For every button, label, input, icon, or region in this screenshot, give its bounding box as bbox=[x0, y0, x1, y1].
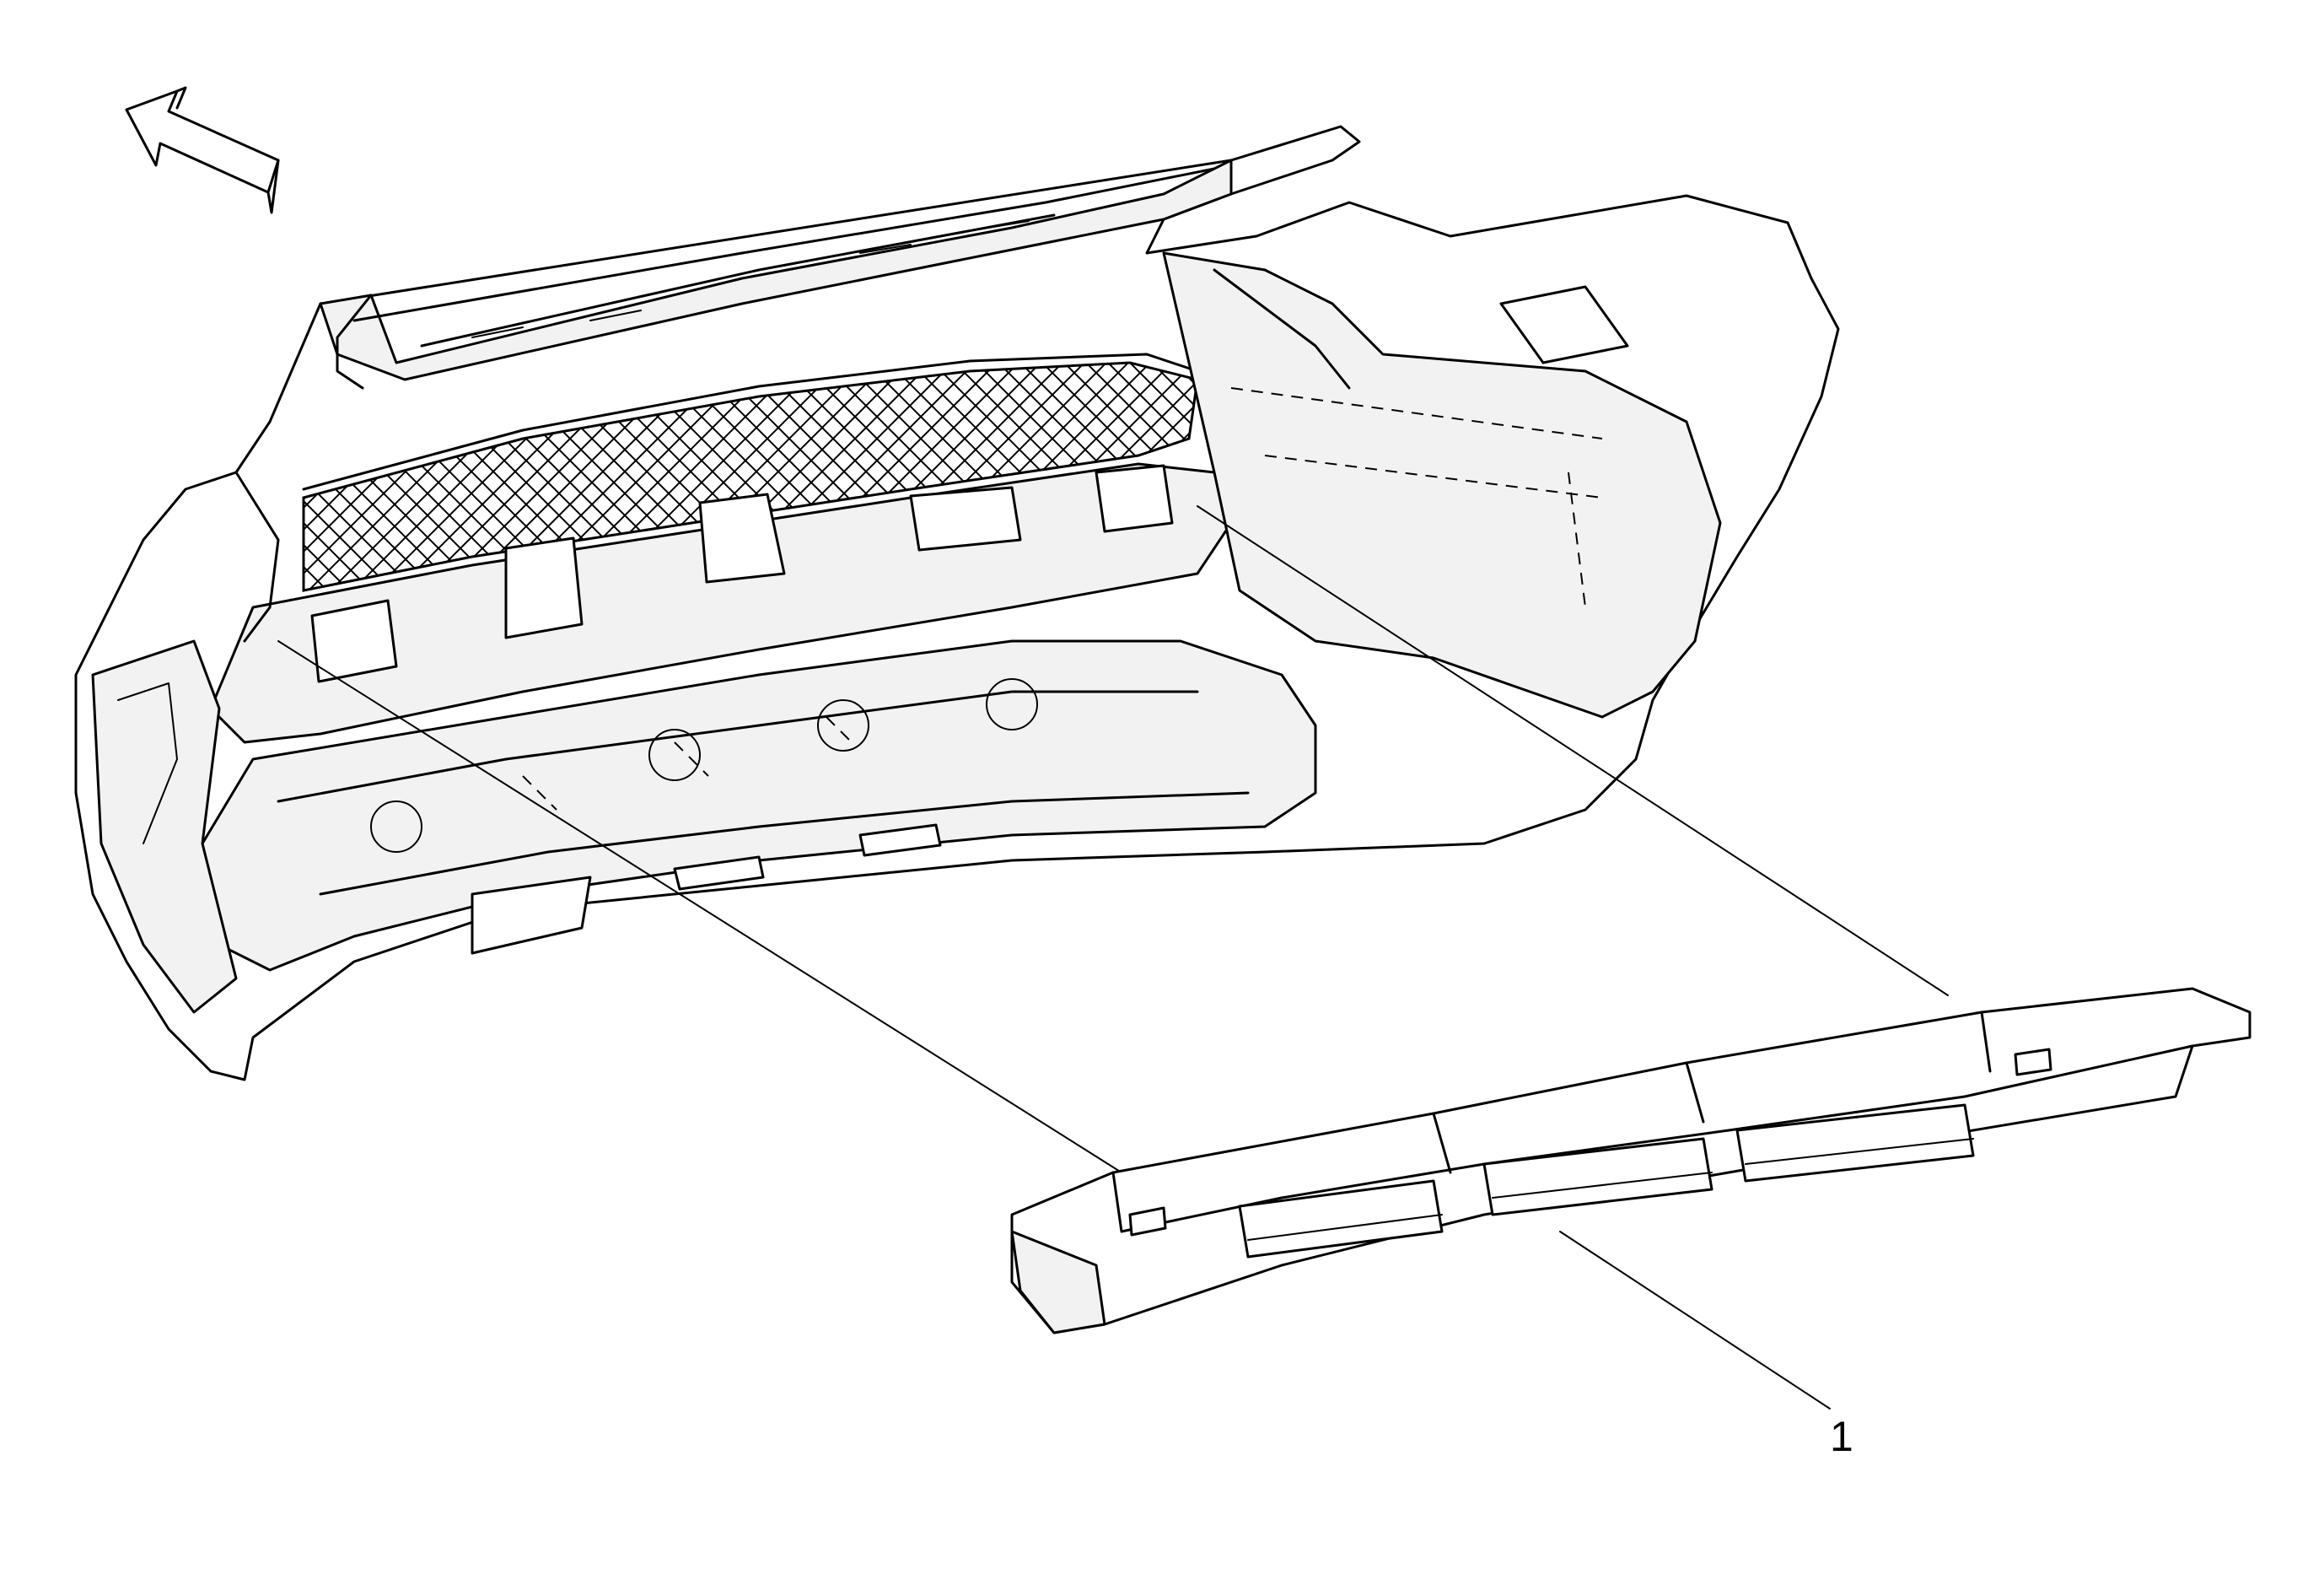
callout-1: 1 bbox=[1559, 1231, 1853, 1460]
front-direction-arrow-icon bbox=[125, 86, 280, 214]
callout-1-label: 1 bbox=[1830, 1413, 1853, 1460]
front-bumper-fascia bbox=[74, 125, 1840, 1081]
energy-absorber bbox=[1010, 987, 2251, 1334]
explode-lines bbox=[277, 505, 1949, 1173]
